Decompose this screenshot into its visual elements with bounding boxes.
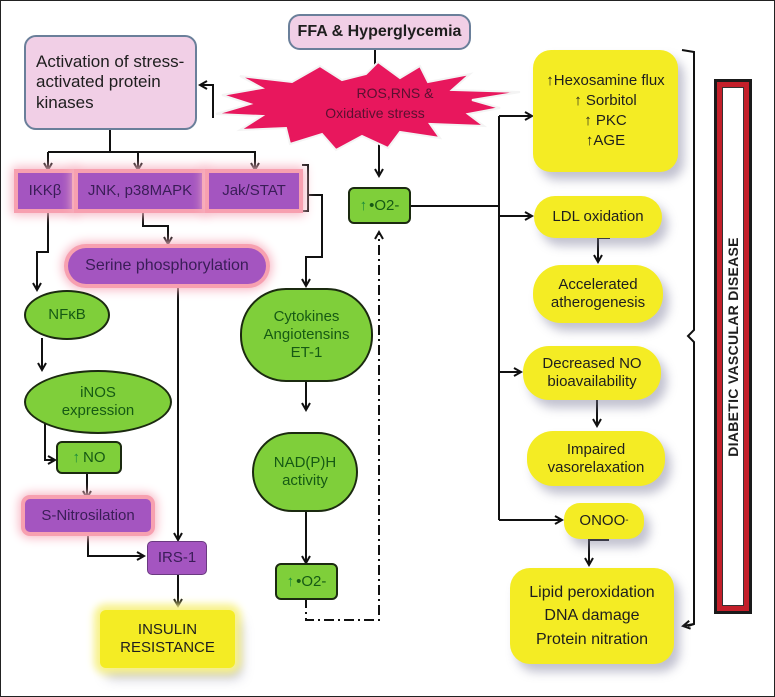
inos-expression-node: iNOS expression	[24, 370, 172, 434]
up-arrow-icon: ↑	[584, 112, 592, 129]
s-nitrosilation-node: S-Nitrosilation	[25, 499, 151, 532]
irs1-label: IRS-1	[157, 549, 197, 566]
stress-burst-line2: Oxidative stress	[325, 105, 425, 122]
up-arrow-icon: ↑	[286, 572, 295, 590]
pathway-sorbitol: ↑ Sorbitol	[574, 91, 637, 111]
ldl-oxidation-label: LDL oxidation	[552, 208, 644, 225]
onoo-charge: -	[625, 515, 629, 526]
no-label: NO	[83, 448, 106, 466]
stress-burst-label: ROS,RNS & Oxidative stress	[285, 83, 465, 124]
metabolic-pathways-node: ↑Hexosamine flux ↑ Sorbitol ↑ PKC ↑AGE	[533, 50, 678, 172]
cytokines-line1: Cytokines	[273, 308, 340, 325]
accelerated-atherogenesis-node: Accelerated atherogenesis	[533, 265, 663, 323]
kinase-jnk-label: JNK, p38MAPK	[87, 182, 193, 199]
onoo-label: ONOO	[579, 512, 626, 529]
up-arrow-icon: ↑	[72, 448, 81, 466]
diabetic-vascular-disease-box: DIABETIC VASCULAR DISEASE	[714, 79, 752, 614]
atherogenesis-line1: Accelerated	[558, 276, 638, 293]
damage-line2: DNA damage	[544, 607, 640, 625]
nadph-line1: NAD(P)H	[273, 454, 337, 471]
kinase-ikkb: IKKβ	[18, 173, 72, 209]
pathway-sorbitol-label: Sorbitol	[585, 91, 637, 109]
cytokines-node: Cytokines Angiotensins ET-1	[240, 288, 373, 382]
ffa-hyperglycemia-label: FFA & Hyperglycemia	[297, 23, 462, 41]
pathway-hexosamine: ↑Hexosamine flux	[546, 71, 664, 91]
superoxide-top-label: •O2-	[369, 196, 400, 214]
oxidative-damage-node: Lipid peroxidation DNA damage Protein ni…	[510, 568, 674, 664]
no-bio-line1: Decreased NO	[542, 355, 642, 372]
cytokines-line2: Angiotensins	[263, 326, 350, 343]
damage-line3: Protein nitration	[535, 630, 649, 648]
up-arrow-icon: ↑	[585, 132, 594, 150]
decreased-no-bioavailability-node: Decreased NO bioavailability	[523, 346, 661, 400]
pathway-hexosamine-label: Hexosamine flux	[553, 71, 665, 89]
no-bio-line2: bioavailability	[547, 373, 637, 390]
stress-burst-line1: ROS,RNS &	[356, 85, 434, 101]
atherogenesis-line2: atherogenesis	[550, 294, 646, 311]
kinase-jak-label: Jak/STAT	[222, 182, 286, 199]
up-arrow-icon: ↑	[359, 196, 368, 214]
kinase-activation-label: Activation of stress-activated protein k…	[36, 51, 185, 112]
kinase-jak-stat: Jak/STAT	[209, 173, 299, 209]
nadph-activity-node: NAD(P)H activity	[252, 432, 358, 512]
diabetic-vascular-disease-label: DIABETIC VASCULAR DISEASE	[725, 236, 741, 457]
superoxide-bottom-label: •O2-	[296, 572, 327, 590]
nadph-line2: activity	[282, 472, 328, 489]
disease-box-inner: DIABETIC VASCULAR DISEASE	[722, 87, 744, 606]
vaso-line2: vasorelaxation	[547, 458, 645, 476]
up-arrow-icon: ↑	[546, 71, 554, 89]
inos-line1: iNOS	[80, 384, 116, 401]
no-increase-node: ↑ NO	[56, 441, 122, 474]
ffa-hyperglycemia-node: FFA & Hyperglycemia	[288, 14, 471, 50]
impaired-vasorelaxation-node: Impaired vasorelaxation	[527, 431, 665, 486]
vaso-line1: Impaired	[566, 440, 626, 458]
serine-phosphorylation-label: Serine phosphorylation	[85, 257, 249, 275]
damage-line1: Lipid peroxidation	[529, 584, 655, 602]
kinase-activation-node: Activation of stress-activated protein k…	[24, 35, 197, 130]
serine-phosphorylation-node: Serine phosphorylation	[68, 248, 266, 284]
cytokines-line3: ET-1	[290, 344, 323, 361]
peroxynitrite-node: ONOO-	[564, 503, 644, 539]
kinase-ikkb-label: IKKβ	[28, 182, 62, 199]
kinase-jnk-p38mapk: JNK, p38MAPK	[78, 173, 202, 209]
nfkb-label: NFκB	[48, 306, 86, 323]
ldl-oxidation-node: LDL oxidation	[534, 196, 662, 238]
superoxide-top-node: ↑ •O2-	[348, 187, 411, 224]
inos-line2: expression	[61, 402, 135, 419]
s-nitrosilation-label: S-Nitrosilation	[41, 506, 135, 524]
pathway-pkc: ↑ PKC	[584, 111, 627, 131]
pathway-age: ↑AGE	[586, 131, 625, 151]
pathway-age-label: AGE	[593, 132, 626, 150]
irs1-node: IRS-1	[147, 541, 207, 575]
insulin-resistance-line2: RESISTANCE	[120, 639, 215, 656]
insulin-resistance-node: INSULIN RESISTANCE	[100, 610, 235, 668]
nfkb-node: NFκB	[24, 290, 110, 340]
superoxide-bottom-node: ↑ •O2-	[275, 563, 338, 600]
up-arrow-icon: ↑	[574, 91, 582, 109]
pathway-pkc-label: PKC	[595, 112, 627, 129]
insulin-resistance-line1: INSULIN	[137, 621, 198, 638]
